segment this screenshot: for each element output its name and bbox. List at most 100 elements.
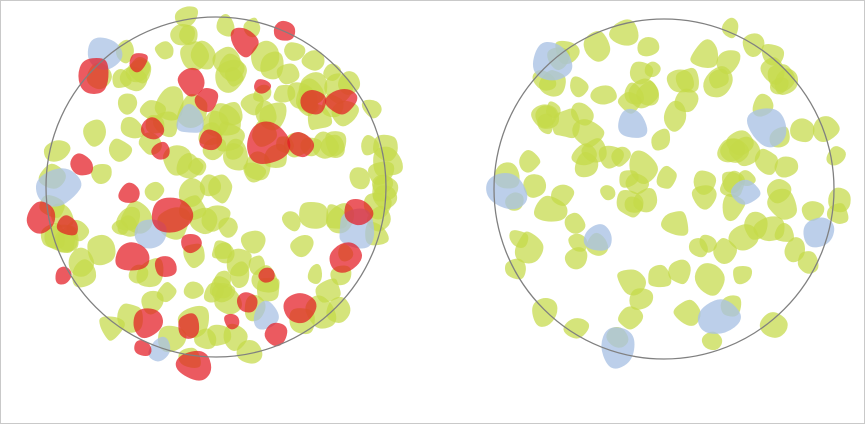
green-particle bbox=[721, 17, 739, 39]
blue-particle bbox=[176, 103, 204, 133]
green-particle bbox=[568, 233, 588, 252]
green-particle bbox=[708, 68, 729, 89]
green-particle bbox=[523, 174, 547, 198]
green-particle bbox=[663, 100, 687, 132]
red-particle bbox=[178, 313, 200, 339]
green-particle bbox=[618, 306, 644, 330]
green-particle bbox=[564, 212, 586, 234]
red-particle bbox=[115, 242, 150, 271]
blue-particle bbox=[803, 217, 835, 248]
red-particle bbox=[133, 308, 164, 339]
red-particle bbox=[329, 242, 363, 273]
green-particle bbox=[349, 167, 370, 190]
green-particle bbox=[281, 211, 301, 232]
green-particle bbox=[154, 86, 184, 121]
green-particle bbox=[590, 85, 617, 105]
red-particle bbox=[287, 132, 315, 158]
green-particle bbox=[154, 41, 174, 60]
green-particle bbox=[108, 138, 133, 162]
right-sample-circle bbox=[493, 18, 835, 360]
green-particle bbox=[240, 93, 264, 116]
green-particle bbox=[180, 41, 210, 71]
red-particle bbox=[224, 313, 240, 330]
green-particle bbox=[307, 263, 323, 285]
green-particle bbox=[144, 181, 165, 201]
red-particle bbox=[175, 350, 212, 381]
green-particle bbox=[812, 116, 840, 143]
red-particle bbox=[129, 53, 148, 73]
green-particle bbox=[219, 101, 243, 126]
green-particle bbox=[216, 14, 235, 37]
red-particle bbox=[151, 141, 170, 160]
red-particle bbox=[118, 182, 140, 203]
green-particle bbox=[656, 165, 677, 189]
green-particle bbox=[87, 234, 116, 266]
green-particle bbox=[624, 196, 644, 213]
red-particle bbox=[236, 292, 258, 313]
blue-particle bbox=[35, 168, 82, 207]
blue-particle bbox=[618, 108, 648, 138]
green-particle bbox=[373, 146, 403, 177]
green-particle bbox=[733, 266, 753, 285]
green-particle bbox=[648, 264, 672, 288]
red-particle bbox=[56, 215, 78, 236]
green-particle bbox=[790, 118, 815, 143]
green-particle bbox=[504, 258, 526, 280]
green-particle bbox=[673, 299, 701, 326]
green-particle bbox=[514, 231, 544, 264]
green-particle bbox=[694, 263, 725, 296]
green-particle bbox=[301, 50, 325, 71]
green-particle bbox=[203, 282, 224, 303]
green-particle bbox=[201, 205, 231, 232]
green-particle bbox=[571, 143, 597, 166]
green-particle bbox=[564, 247, 588, 270]
green-particle bbox=[208, 174, 233, 204]
green-particle bbox=[361, 99, 382, 119]
red-particle bbox=[300, 90, 327, 115]
red-particle bbox=[154, 256, 177, 278]
green-particle bbox=[119, 66, 148, 92]
green-particle bbox=[551, 184, 575, 206]
red-particle bbox=[230, 27, 259, 58]
green-particle bbox=[617, 269, 646, 296]
green-particle bbox=[299, 201, 329, 229]
right-sample-panel bbox=[486, 17, 851, 369]
green-particle bbox=[194, 328, 217, 350]
blue-particle bbox=[601, 327, 635, 369]
green-particle bbox=[284, 42, 306, 61]
green-particle bbox=[99, 316, 125, 341]
green-particle bbox=[713, 238, 738, 265]
green-particle bbox=[120, 116, 145, 139]
green-particle bbox=[651, 128, 671, 151]
blue-particle bbox=[746, 108, 787, 148]
green-particle bbox=[183, 281, 204, 299]
green-particle bbox=[729, 136, 761, 167]
red-particle bbox=[325, 89, 358, 115]
green-particle bbox=[552, 108, 580, 139]
green-particle bbox=[519, 149, 541, 173]
red-particle bbox=[134, 340, 152, 357]
red-particle bbox=[78, 58, 109, 94]
green-particle bbox=[754, 148, 778, 175]
green-particle bbox=[583, 31, 611, 62]
right-blue-particles bbox=[486, 41, 835, 369]
green-particle bbox=[797, 251, 819, 274]
left-red-particles bbox=[26, 20, 374, 381]
left-sample-panel bbox=[26, 6, 403, 381]
green-particle bbox=[644, 61, 661, 78]
blue-particle bbox=[583, 224, 612, 251]
green-particle bbox=[563, 318, 590, 339]
green-particle bbox=[545, 101, 561, 118]
green-particle bbox=[290, 234, 314, 258]
green-particle bbox=[701, 331, 723, 351]
red-particle bbox=[140, 117, 165, 140]
blue-particle bbox=[253, 300, 279, 330]
red-particle bbox=[194, 88, 219, 113]
green-particle bbox=[276, 63, 300, 85]
green-particle bbox=[728, 224, 759, 251]
green-particle bbox=[801, 201, 825, 222]
green-particle bbox=[372, 185, 398, 211]
green-particle bbox=[668, 259, 691, 285]
green-particle bbox=[753, 216, 785, 242]
